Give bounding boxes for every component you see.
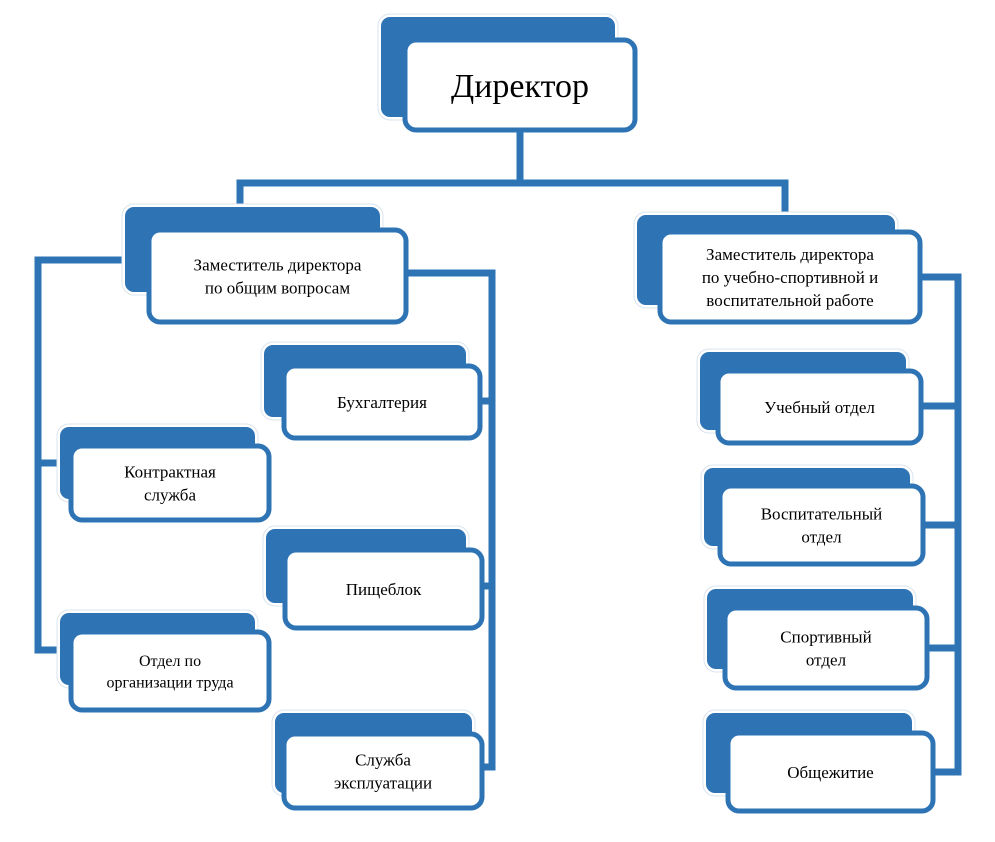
box-accounting: Бухгалтерия — [260, 341, 483, 441]
box-study-department: Учебный отдел — [696, 348, 924, 446]
box-front-card — [657, 229, 923, 325]
box-label-line: Заместитель директора — [706, 245, 874, 264]
box-front-card — [281, 731, 485, 811]
box-front-card — [715, 368, 924, 446]
box-label-line: Общежитие — [787, 763, 873, 782]
box-label-line: Учебный отдел — [764, 398, 875, 417]
box-director: Директор — [377, 13, 638, 133]
connector-left-outer-bus — [34, 256, 129, 654]
box-sport-department: Спортивный отдел — [703, 585, 930, 691]
box-label-line: Воспитательный — [761, 504, 883, 523]
box-label-line: служба — [144, 485, 196, 504]
box-labor-organization: Отдел по организации труда — [56, 609, 272, 713]
box-maintenance-service: Служба эксплуатации — [271, 709, 485, 811]
box-label-line: эксплуатации — [334, 773, 432, 792]
box-label-line: Отдел по — [139, 653, 201, 670]
box-front-card — [402, 37, 638, 133]
box-label-line: отдел — [806, 650, 847, 669]
box-label-line: Спортивный — [780, 627, 871, 646]
box-label-line: воспитательной работе — [706, 291, 873, 310]
box-label-line: Бухгалтерия — [337, 393, 427, 412]
box-label-line: Служба — [355, 750, 411, 769]
box-front-card — [722, 605, 930, 691]
box-front-card — [68, 443, 272, 523]
box-label-line: Пищеблок — [346, 580, 422, 599]
box-label-line: организации труда — [106, 674, 233, 691]
box-front-card — [717, 483, 926, 567]
box-label-line: по общим вопросам — [205, 278, 350, 297]
box-kitchen: Пищеблок — [262, 525, 485, 631]
box-label-line: Контрактная — [124, 462, 216, 481]
box-front-card — [282, 547, 485, 631]
box-deputy-sport-education: Заместитель директора по учебно-спортивно… — [633, 211, 923, 325]
box-front-card — [725, 730, 936, 814]
box-education-department: Воспитательный отдел — [700, 464, 926, 567]
box-dormitory: Общежитие — [702, 709, 936, 814]
connector-top-bus — [236, 179, 789, 214]
box-label-line: по учебно-спортивной и — [702, 268, 878, 287]
box-contract-service: Контрактная служба — [56, 423, 272, 523]
box-label-line: отдел — [801, 527, 842, 546]
box-front-card — [68, 629, 272, 713]
box-front-card — [146, 227, 409, 325]
box-label-line: Заместитель директора — [194, 255, 362, 274]
box-label-line: Директор — [451, 68, 589, 105]
box-front-card — [281, 363, 483, 441]
connector-left-inner-bus — [401, 269, 496, 771]
box-deputy-general: Заместитель директора по общим вопросам — [121, 203, 409, 325]
